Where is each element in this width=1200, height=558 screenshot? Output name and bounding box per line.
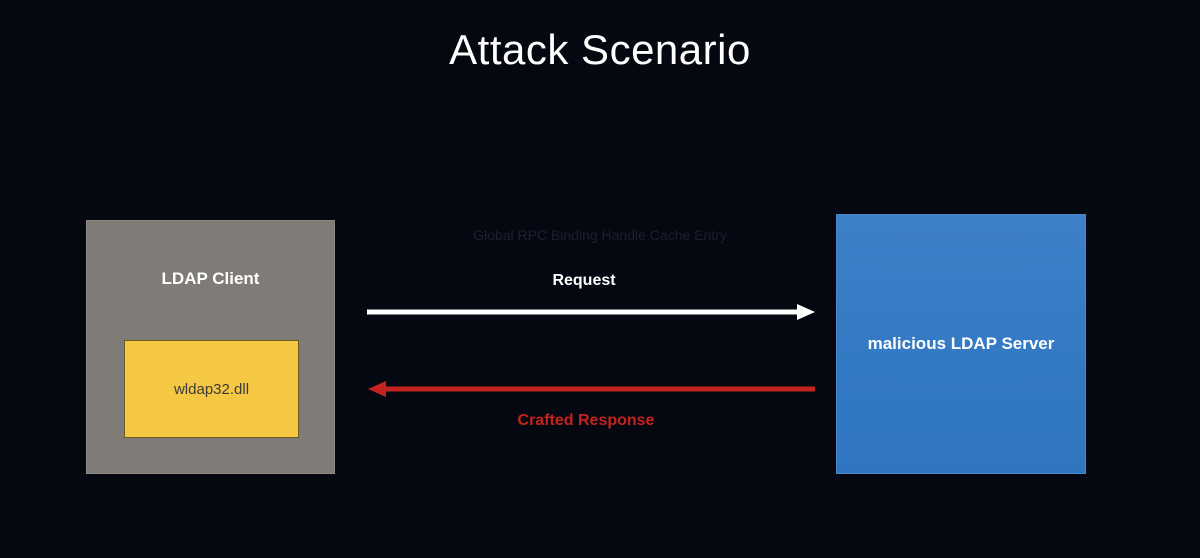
slide-title: Attack Scenario [449,26,751,73]
ldap-client-box: LDAP Client wldap32.dll [86,220,335,474]
cache-entry-label: Global RPC Binding Handle Cache Entry [473,227,727,243]
wldap32-module-box: wldap32.dll [124,340,299,438]
request-arrow [367,304,815,320]
ldap-client-label: LDAP Client [161,269,260,288]
response-arrow [368,381,815,397]
response-arrowhead [368,381,386,397]
wldap32-module-label: wldap32.dll [173,380,250,398]
ldap-server-box: malicious LDAP Server [836,214,1086,474]
request-arrowhead [797,304,815,320]
ldap-server-label: malicious LDAP Server [867,334,1055,353]
request-label: Request [552,272,616,289]
crafted-response-label: Crafted Response [517,412,655,429]
